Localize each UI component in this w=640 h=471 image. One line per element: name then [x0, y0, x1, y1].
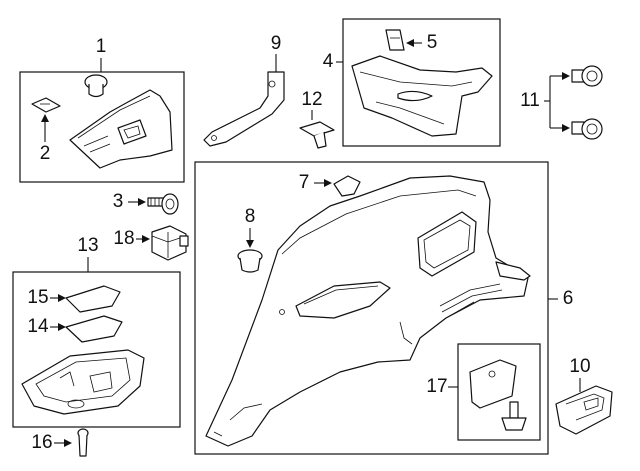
- callout-4: 4: [323, 51, 334, 72]
- arrow-11b: [562, 124, 570, 132]
- arrow-7: [324, 179, 332, 187]
- callout-18: 18: [113, 228, 134, 249]
- callout-13: 13: [77, 235, 98, 256]
- callout-14: 14: [27, 316, 49, 337]
- box-main-6: [194, 161, 549, 455]
- part-quarter-trim-panel: [205, 175, 531, 447]
- part-grommet: [84, 74, 108, 98]
- box-group-4: [342, 18, 501, 147]
- part-bracket-10: [555, 385, 613, 435]
- box-group-1: [19, 71, 185, 183]
- part-clip-7: [333, 175, 361, 197]
- part-bracket-9: [203, 71, 285, 147]
- callout-1: 1: [96, 36, 107, 57]
- part-tray: [21, 349, 145, 415]
- part-clip-18: [151, 225, 189, 261]
- part-plug-upper: [571, 65, 603, 87]
- part-trim-panel-1: [69, 89, 173, 169]
- callout-16: 16: [31, 432, 52, 453]
- callout-6: 6: [563, 288, 574, 309]
- callout-7: 7: [299, 172, 310, 193]
- part-clip-5: [385, 29, 405, 51]
- part-push-pin-12: [299, 121, 335, 149]
- arrow-3: [138, 198, 146, 206]
- arrow-18: [142, 235, 150, 243]
- arrow-14: [58, 323, 66, 331]
- arrow-15: [58, 294, 66, 302]
- arrow-8: [246, 240, 254, 248]
- part-pad-14: [65, 315, 123, 343]
- part-fastener-8: [237, 249, 263, 273]
- callout-12: 12: [301, 89, 322, 110]
- part-pad-15: [65, 285, 121, 313]
- part-clip-2: [31, 97, 61, 113]
- callout-9: 9: [271, 33, 282, 54]
- arrow-5: [406, 39, 414, 47]
- callout-11: 11: [520, 90, 540, 111]
- part-cover-17: [469, 359, 517, 409]
- callout-5: 5: [427, 32, 438, 53]
- callout-2: 2: [40, 143, 51, 164]
- arrow-16: [64, 439, 72, 447]
- part-plug-lower: [571, 118, 603, 140]
- part-screw: [147, 193, 179, 215]
- part-trim-panel-4: [351, 55, 493, 137]
- callout-10: 10: [569, 356, 590, 377]
- box-group-17: [457, 343, 541, 441]
- part-pin-16: [77, 428, 89, 457]
- callout-17: 17: [426, 376, 447, 397]
- box-group-13: [12, 271, 181, 428]
- arrow-2: [41, 114, 49, 122]
- arrow-11a: [562, 72, 570, 80]
- callout-3: 3: [113, 191, 124, 212]
- callout-15: 15: [27, 287, 48, 308]
- part-fastener-17: [501, 401, 527, 431]
- callout-8: 8: [245, 206, 256, 227]
